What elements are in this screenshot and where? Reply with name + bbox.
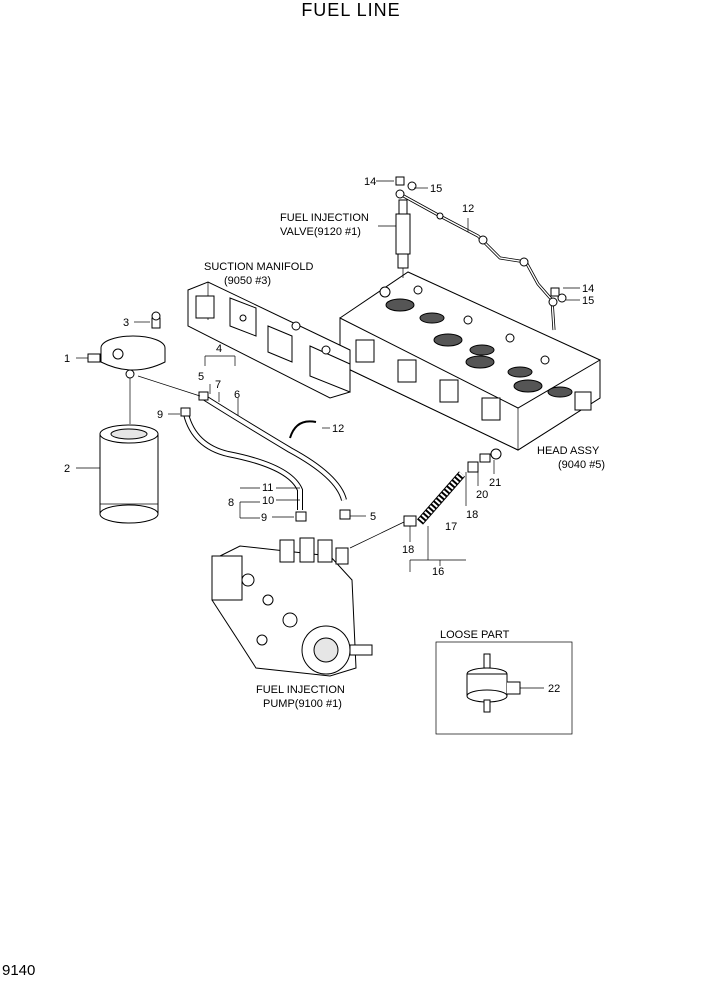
head-assy-ref: (9040 #5) [558,459,605,471]
leader-lines [76,180,580,689]
part-number: 18 [402,544,414,556]
injection-valve-label: FUEL INJECTION [280,212,369,224]
suction-manifold-label: SUCTION MANIFOLD [204,261,313,273]
part-number: 14 [364,176,376,188]
part-number: 15 [582,295,594,307]
part-number: 16 [432,566,444,578]
part-number: 3 [123,317,129,329]
part-number: 6 [234,389,240,401]
part-number: 12 [462,203,474,215]
part-number: 9 [261,512,267,524]
injection-pump-icon [211,521,405,677]
injection-valve-ref: VALVE(9120 #1) [280,226,361,238]
part-number: 12 [332,423,344,435]
part-number: 17 [445,521,457,533]
page-title: FUEL LINE [301,0,401,20]
part-number: 22 [548,683,560,695]
manifold-icon [187,281,351,399]
inline-filter-icon [466,653,521,713]
part-number: 5 [370,511,376,523]
injection-pump-ref: PUMP(9100 #1) [263,698,342,710]
injector-icon [395,199,411,278]
part-number: 20 [476,489,488,501]
part-number: 11 [262,482,273,494]
part-number: 8 [228,497,234,509]
part-number: 15 [430,183,442,195]
head-assy-label: HEAD ASSY [537,445,600,457]
part-number: 4 [216,343,222,355]
suction-manifold-ref: (9050 #3) [224,275,271,287]
page-code: 9140 [2,962,36,979]
part-number: 21 [489,477,501,489]
part-number: 1 [64,353,70,365]
loose-part-box [435,641,573,735]
part-number: 7 [215,379,221,391]
fuel-hoses [180,391,351,522]
return-hose [403,448,502,527]
injection-pump-label: FUEL INJECTION [256,684,345,696]
part-number: 10 [262,495,274,507]
part-number: 5 [198,371,204,383]
part-number: 2 [64,463,70,475]
loose-part-label: LOOSE PART [440,629,510,641]
filter-head-icon [87,311,166,379]
part-number: 9 [157,409,163,421]
leak-off-pipe [395,176,567,331]
part-number: 14 [582,283,594,295]
part-number: 18 [466,509,478,521]
cylinder-head-icon [339,271,601,451]
fuel-filter-icon [99,424,159,524]
